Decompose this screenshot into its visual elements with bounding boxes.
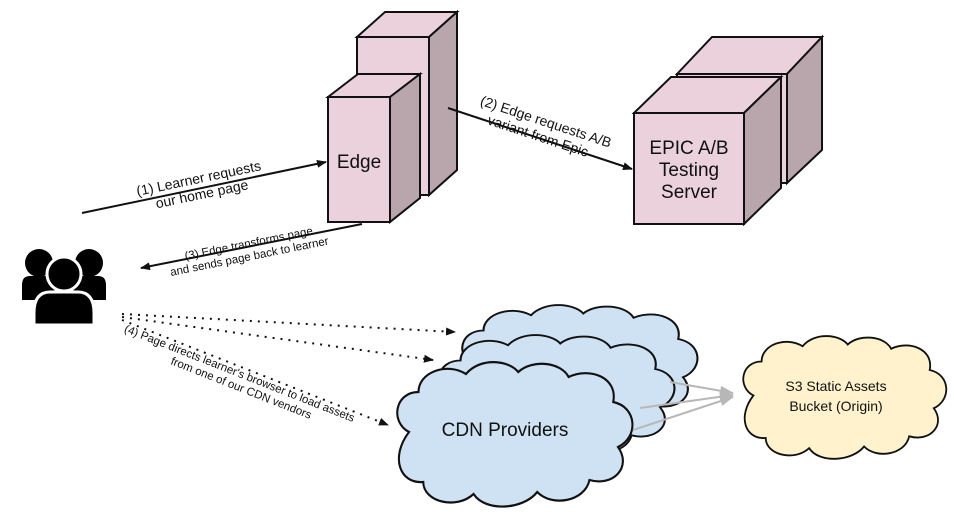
step-4-label-line-1: (4) Page directs learner's browser to lo… [122,323,356,425]
edge-server[interactable]: Edge [325,71,423,225]
edge-label: Edge [337,152,381,173]
arrow-step-2: (2) Edge requests A/B variant from Epic [447,92,633,170]
cdn-label: CDN Providers [442,420,569,441]
learners-icon [22,249,106,327]
epic-label-line-1: EPIC A/B [649,138,728,159]
arrows-cdn-to-origin [632,381,734,431]
epic-ab-testing-server[interactable]: EPIC A/B Testing Server [631,74,784,227]
origin-label-line-2: Bucket (Origin) [789,398,882,414]
epic-label-line-2: Testing [659,160,719,181]
arrow-step-1: (1) Learner requests our home page [81,157,327,214]
epic-label-line-3: Server [661,182,718,203]
s3-origin-bucket[interactable]: S3 Static Assets Bucket (Origin) [742,335,948,460]
origin-label-line-1: S3 Static Assets [785,378,886,394]
arrow-step-3: (3) Edge transforms page and sends page … [140,223,363,279]
cdn-providers[interactable]: CDN Providers [396,304,699,508]
